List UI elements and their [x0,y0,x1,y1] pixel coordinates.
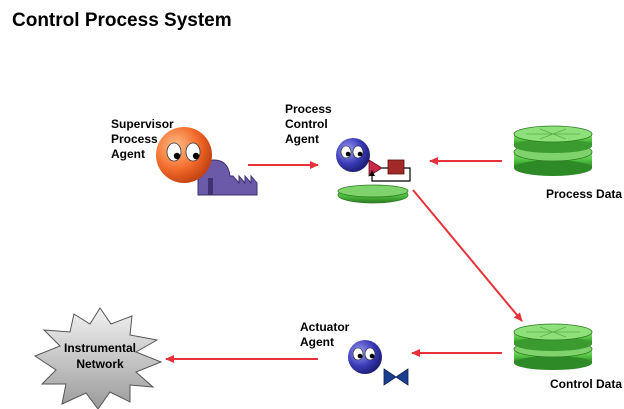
controller-loop-icon [368,159,411,182]
process-control-database-icon [337,184,409,204]
process-data-database-icon [513,125,593,176]
instrumental-network-starburst: Instrumental Network [33,307,163,409]
actuator-agent-icon [348,340,382,374]
control-data-database-icon [513,323,593,370]
arrow-process-control-to-control-data [412,189,523,322]
control-data-label: Control Data [550,377,622,391]
process-control-agent-label: Process Control Agent [285,102,332,146]
process-control-agent-icon [336,138,370,172]
instrumental-network-label-line-2: Network [76,357,124,371]
supervisor-agent-icon [156,127,212,183]
supervisor-agent-label: Supervisor Process Agent [111,117,174,161]
page-title: Control Process System [12,10,232,31]
instrumental-network-label-line-1: Instrumental [64,341,136,355]
valve-icon [383,368,409,386]
flow-arrows [165,157,523,363]
actuator-agent-label: Actuator Agent [300,320,350,349]
process-data-label: Process Data [546,187,623,201]
